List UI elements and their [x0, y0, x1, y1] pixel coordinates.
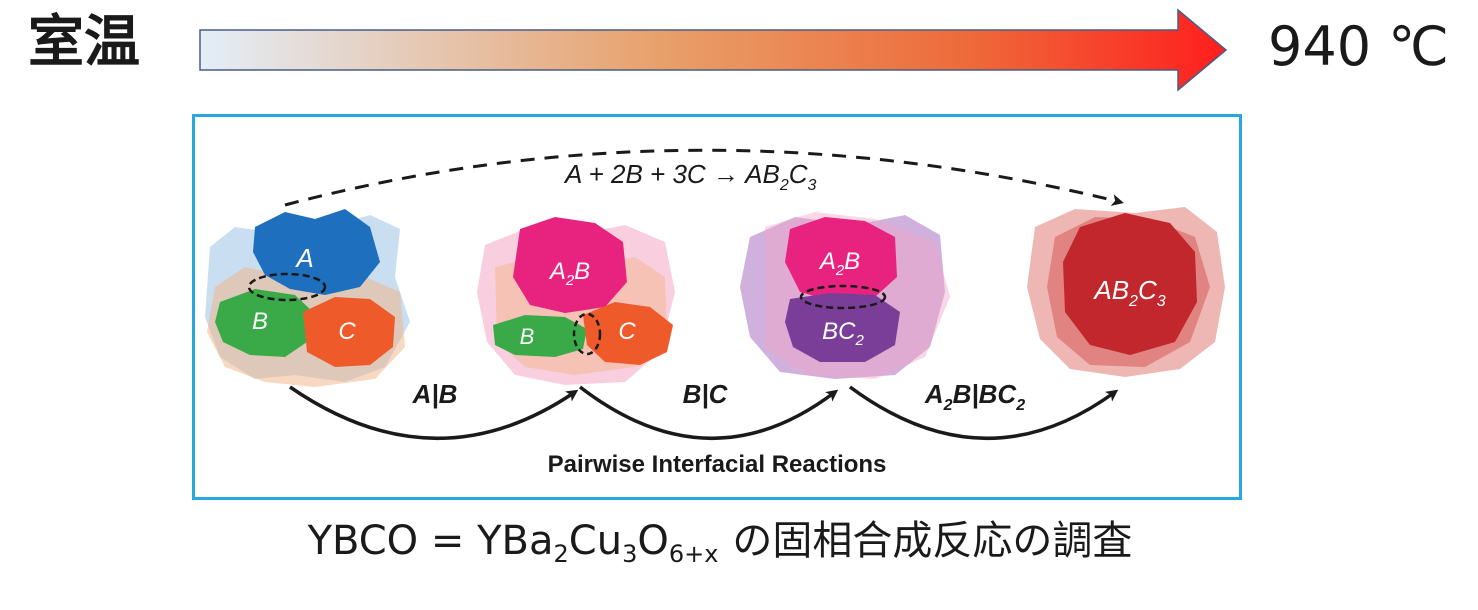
interface-label-3: A2B|BC2 — [924, 379, 1025, 414]
diagram-footer: Pairwise Interfacial Reactions — [548, 451, 887, 478]
reaction-diagram-frame — [192, 114, 1242, 500]
temperature-gradient-arrow — [199, 8, 1228, 92]
particle-c — [303, 297, 395, 367]
stage-1-particles: A B C — [205, 209, 410, 387]
stage-4-particles: AB2C3 — [1027, 207, 1225, 377]
reaction-arrow-2 — [578, 385, 839, 440]
overall-dashed-arrow — [284, 148, 1124, 207]
interface-label-1: A|B — [412, 379, 458, 409]
reaction-arrow-1 — [289, 385, 579, 440]
interface-ring-ab — [247, 272, 327, 302]
reaction-arrow-3 — [848, 385, 1119, 440]
particle-a2b — [513, 217, 627, 313]
stage-2-particles: A2B B C — [477, 217, 675, 385]
svg-text:A2B: A2B — [548, 258, 590, 289]
particle-a2b-3 — [785, 217, 897, 302]
overall-reaction-equation: A + 2B + 3C → AB2C3 — [563, 159, 817, 194]
svg-text:B: B — [252, 308, 268, 335]
interface-ring-bc — [572, 312, 602, 356]
start-temperature-label: 室温 — [28, 10, 140, 75]
particle-ab2c3 — [1063, 213, 1197, 355]
svg-text:C: C — [618, 318, 636, 345]
svg-text:B: B — [520, 324, 535, 349]
reaction-diagram: A + 2B + 3C → AB2C3 A B C A2B B C A2B BC… — [205, 148, 1225, 478]
svg-text:C: C — [338, 318, 356, 345]
interface-ring-a2b-bc2 — [799, 284, 887, 310]
end-temperature-label: 940 ℃ — [1268, 15, 1449, 78]
svg-text:A: A — [294, 243, 313, 273]
particle-b-2 — [493, 315, 587, 357]
particle-c-2 — [583, 302, 673, 365]
stage-3-particles: A2B BC2 — [740, 212, 950, 379]
interface-label-2: B|C — [683, 379, 729, 409]
particle-b — [215, 289, 313, 357]
particle-bc2 — [785, 293, 900, 362]
